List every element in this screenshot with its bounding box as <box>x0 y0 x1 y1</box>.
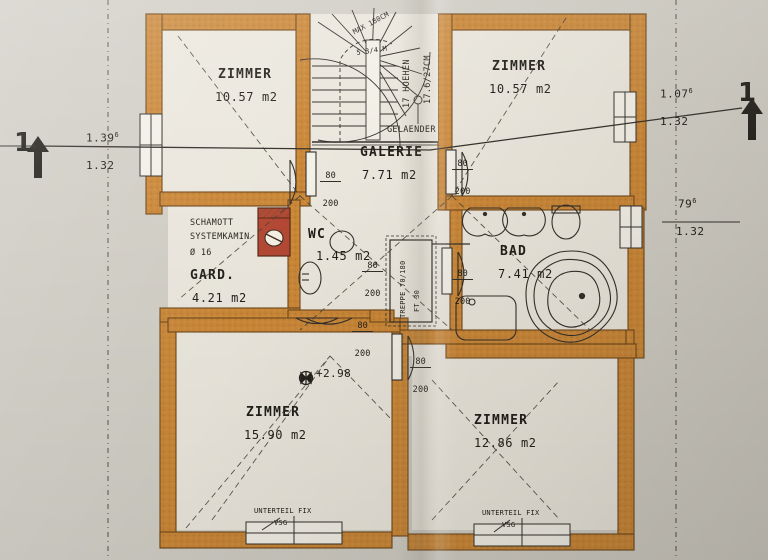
door-height-zimmer-tl: 200 <box>322 199 339 209</box>
door-height-zimmer-br: 200 <box>412 385 429 395</box>
dimension-right-window-top-bottom: 1.32 <box>660 115 689 128</box>
staircase <box>299 7 438 147</box>
room-label-zimmer-bottom-right: ZIMMER <box>474 413 529 428</box>
dimension-right-window-top: 1.076 <box>660 87 694 101</box>
dimension-right-window-mid-bottom: 1.32 <box>676 225 705 238</box>
room-area-wc: 1.45 m2 <box>316 249 371 263</box>
room-label-zimmer-bottom-left: ZIMMER <box>246 405 301 420</box>
dimension-left-window-top: 1.396 <box>86 131 120 145</box>
room-label-zimmer-top-left: ZIMMER <box>218 67 273 82</box>
wc-fixtures <box>298 230 355 295</box>
section-marker-left: 1 <box>14 128 33 158</box>
door-width-zimmer-br: 80 <box>410 357 432 368</box>
level-marker-label: +2.98 <box>316 367 352 380</box>
dimension-left-window-bottom: 1.32 <box>86 159 115 172</box>
axis-lines <box>107 0 677 560</box>
door-label-gard: 80 200 <box>352 304 374 377</box>
room-area-gard: 4.21 m2 <box>192 291 247 305</box>
glass-label-right-line1: UNTERTEIL FIX <box>482 509 540 517</box>
door-width-wc: 80 <box>362 261 384 272</box>
door-width-bad: 80 <box>452 269 474 280</box>
door-height-wc: 200 <box>364 289 381 299</box>
room-label-wc: WC <box>308 227 327 242</box>
room-area-zimmer-top-right: 10.57 m2 <box>489 82 552 96</box>
door-width-galerie-tr: 80 <box>452 159 474 170</box>
chimney-diameter-label: Ø 16 <box>190 248 212 258</box>
bathroom-fixtures <box>455 204 618 343</box>
section-marker-right: 1 <box>738 78 757 108</box>
door-label-bad: 80 200 <box>452 252 474 325</box>
construction-lines <box>177 17 591 529</box>
chimney-label-line2: SYSTEMKAMIN <box>190 232 250 242</box>
room-area-bad: 7.41 m2 <box>498 267 553 281</box>
door-height-galerie-tr: 200 <box>454 187 471 197</box>
room-label-gard: GARD. <box>190 268 236 283</box>
door-label-zimmer-tl: 80 200 <box>320 154 342 227</box>
chimney-label-line1: SCHAMOTT <box>190 218 234 228</box>
stair-riser-dim-label: 17.6/27CM <box>423 55 433 104</box>
door-width-gard: 80 <box>352 321 374 332</box>
room-label-zimmer-top-right: ZIMMER <box>492 59 547 74</box>
room-area-zimmer-bottom-right: 12.86 m2 <box>474 436 537 450</box>
door-label-wc: 80 200 <box>362 244 384 317</box>
level-marker-symbol <box>298 370 314 386</box>
door-label-galerie-tr: 80 200 <box>452 142 474 215</box>
room-area-zimmer-bottom-left: 15.90 m2 <box>244 428 307 442</box>
door-label-zimmer-br: 80 200 <box>410 340 432 413</box>
doors <box>289 149 469 381</box>
door-width-zimmer-tl: 80 <box>320 171 342 182</box>
door-height-gard: 200 <box>354 349 371 359</box>
chimney-block <box>257 207 291 257</box>
room-label-galerie: GALERIE <box>360 145 424 160</box>
dimension-ticks <box>0 145 740 223</box>
railing-label: GELAENDER <box>387 125 436 135</box>
fire-rating-label: FT 30 <box>413 289 421 312</box>
room-area-galerie: 7.71 m2 <box>362 168 417 182</box>
glass-label-left-line2: VSG <box>274 519 288 527</box>
stair-opening-box <box>385 235 470 327</box>
room-area-zimmer-top-left: 10.57 m2 <box>215 90 278 104</box>
glass-leaders <box>261 516 523 546</box>
room-label-bad: BAD <box>500 244 528 259</box>
dimension-right-window-mid: 796 <box>678 197 697 211</box>
door-height-bad: 200 <box>454 297 471 307</box>
glass-label-right-line2: VSG <box>502 521 516 529</box>
glass-label-left-line1: UNTERTEIL FIX <box>254 507 312 515</box>
